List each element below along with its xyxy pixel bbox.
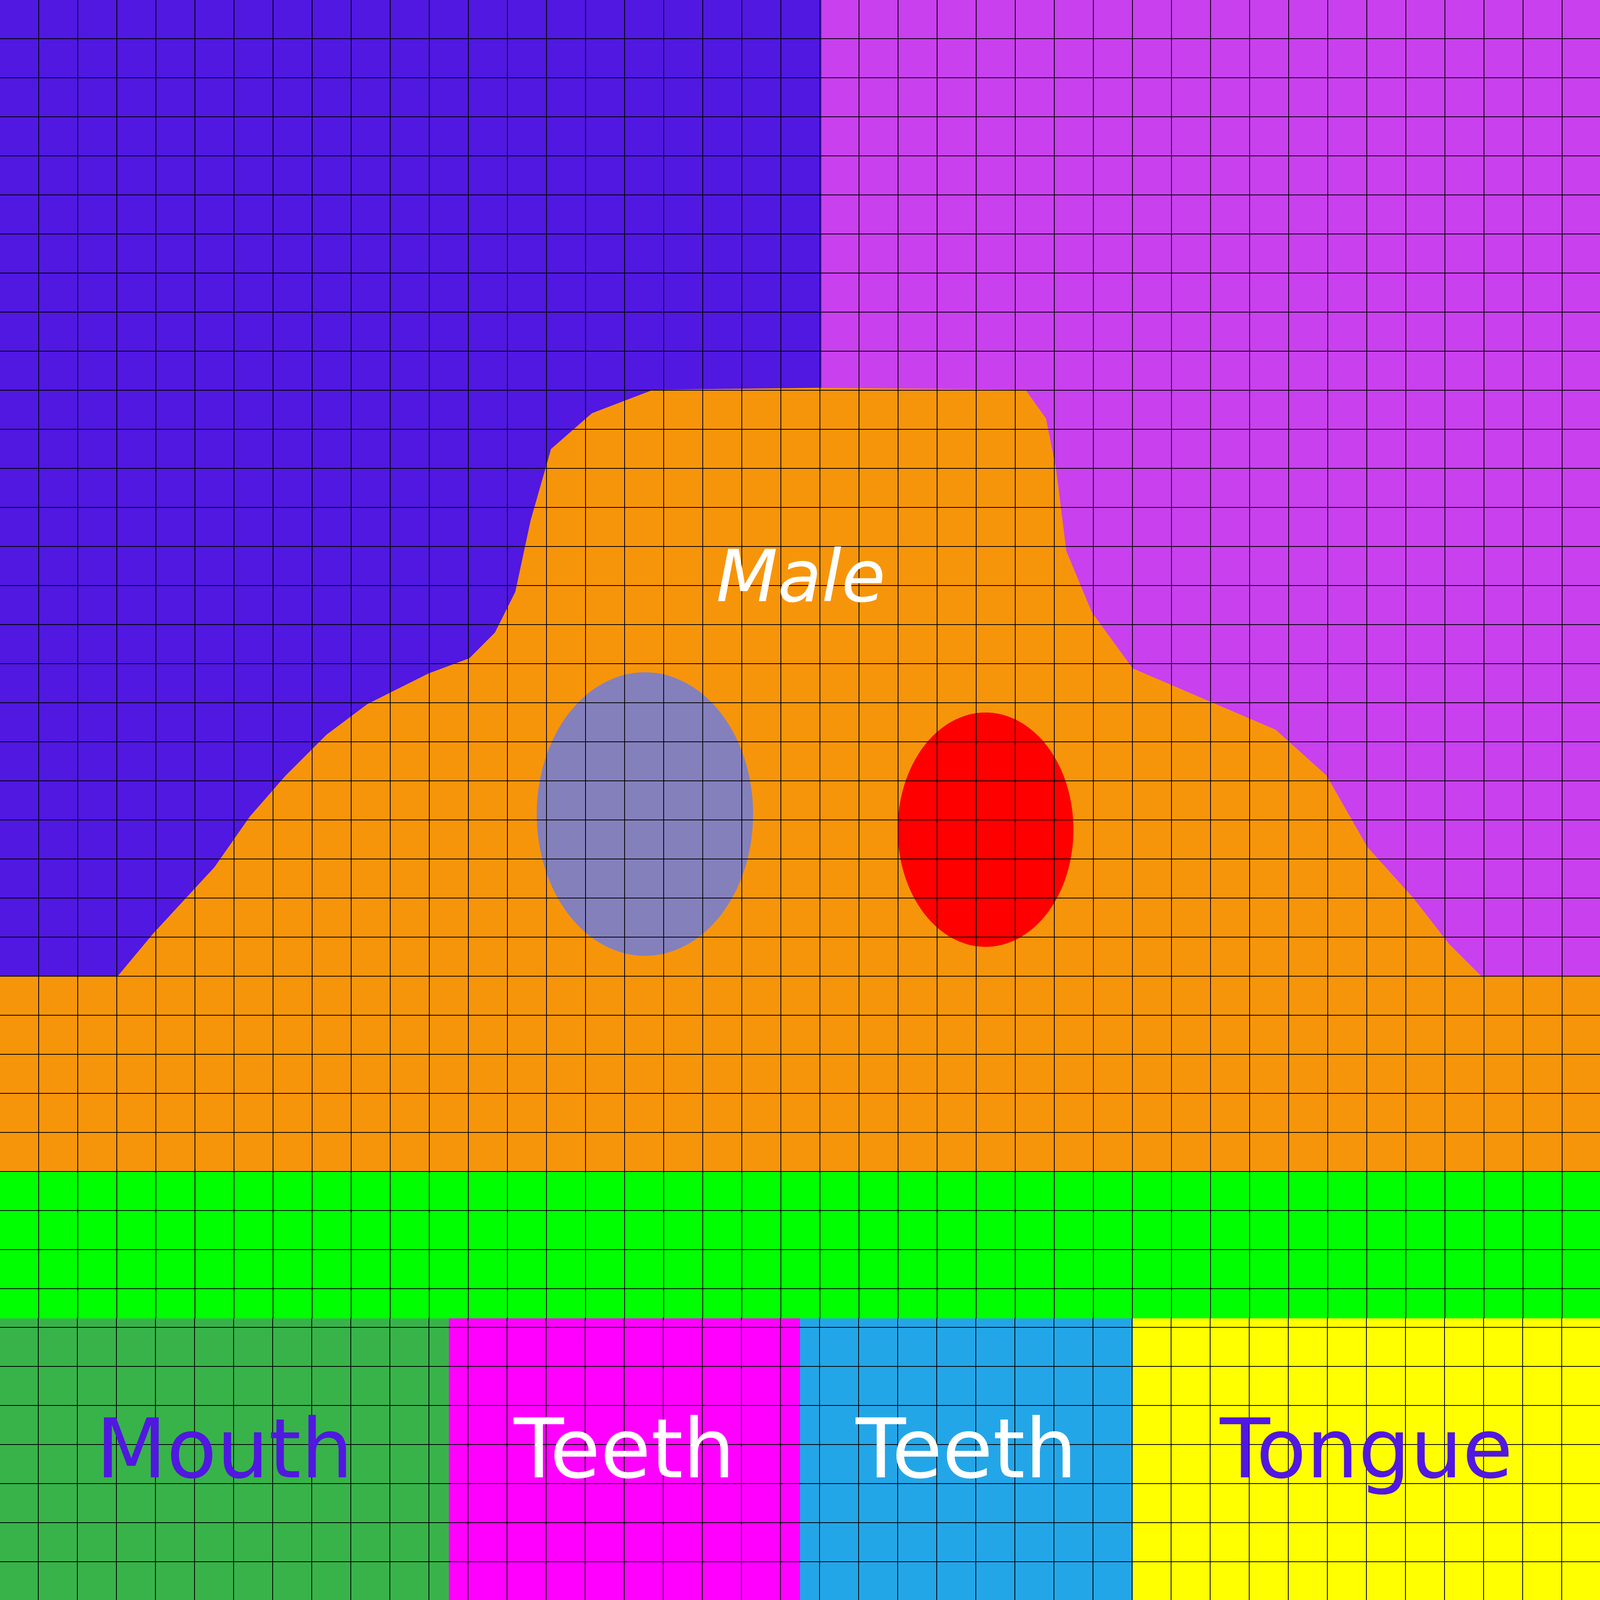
bottom-ground xyxy=(0,1318,1600,1600)
label-box: Teeth xyxy=(448,1318,800,1600)
box-label: Teeth xyxy=(513,1403,735,1495)
grid-lines xyxy=(0,387,1600,1172)
label-box: Tongue xyxy=(1132,1318,1600,1600)
label-box: Mouth xyxy=(0,1318,449,1600)
bust-shape xyxy=(0,387,1600,1172)
bust-outline xyxy=(0,386,1600,1172)
figure-region: Male xyxy=(0,386,1600,1172)
label-box: Teeth xyxy=(800,1318,1133,1600)
figure-label: Male xyxy=(716,537,886,616)
box-label: Mouth xyxy=(95,1403,353,1495)
box-label: Teeth xyxy=(855,1403,1077,1495)
box-label: Tongue xyxy=(1219,1403,1513,1495)
